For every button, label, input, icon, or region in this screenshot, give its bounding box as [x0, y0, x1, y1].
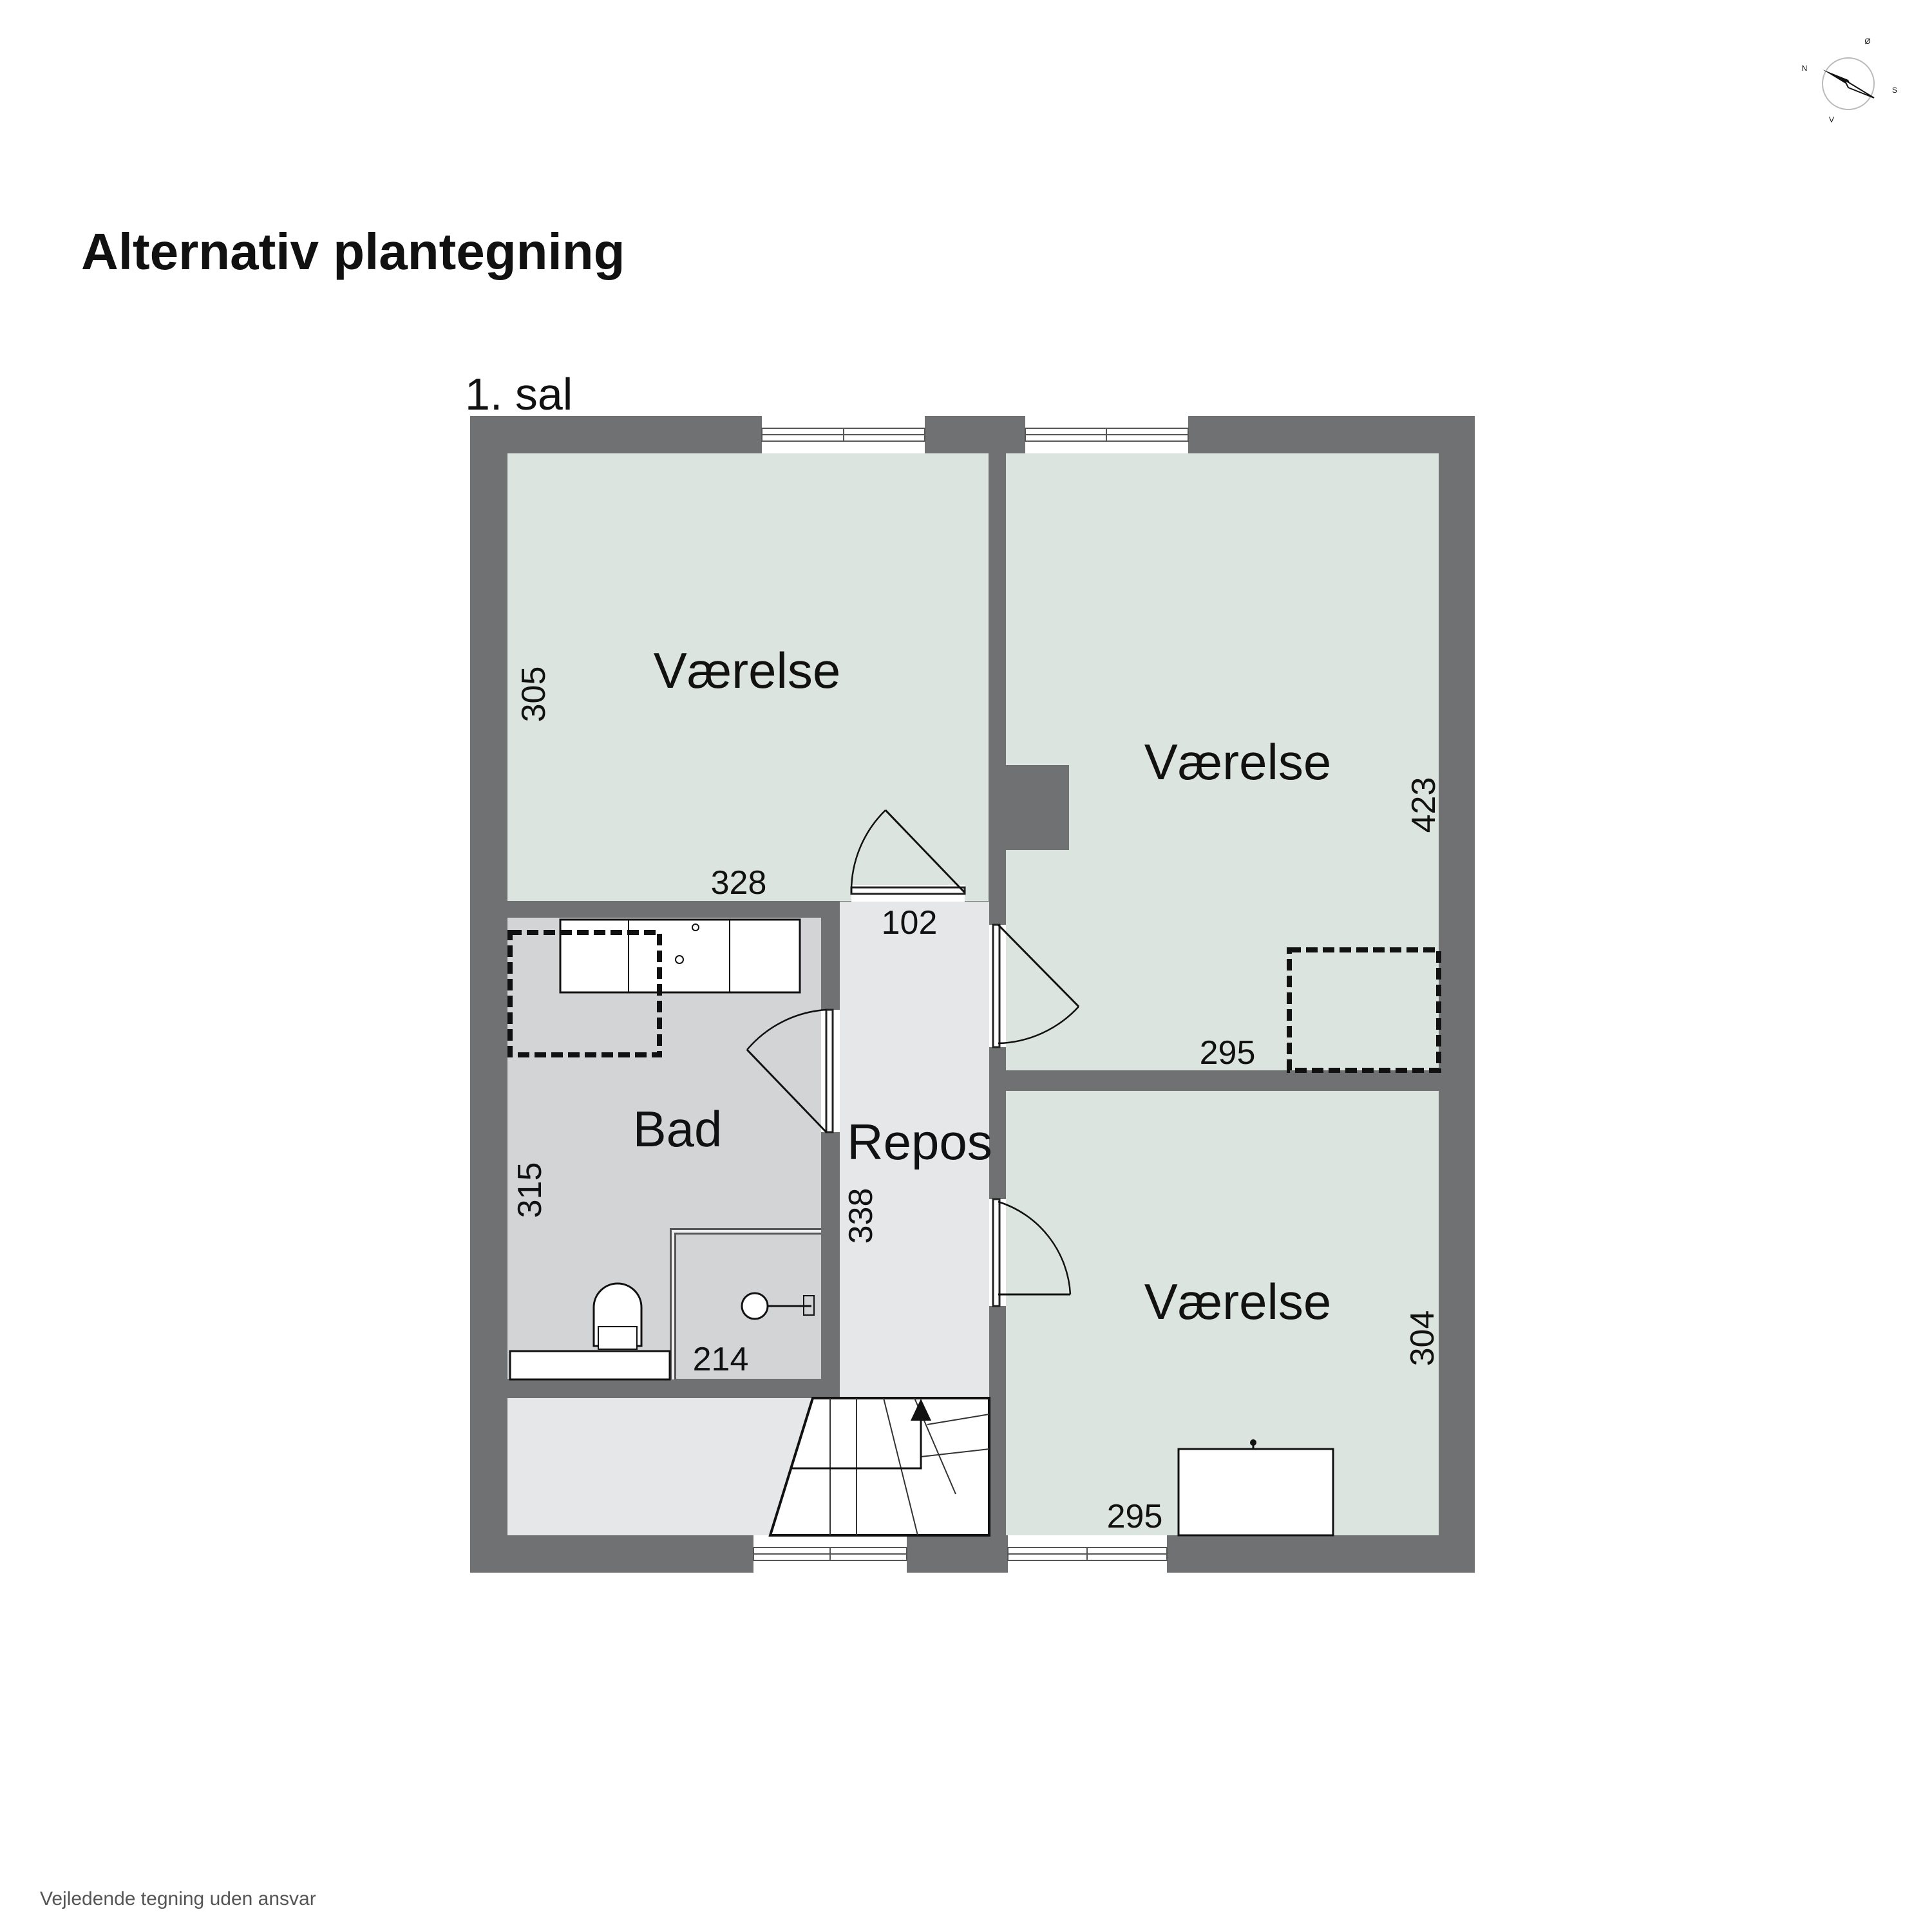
window-top-right [1025, 416, 1189, 453]
dim-bath-width: 214 [693, 1341, 749, 1378]
bath-bench [509, 1350, 671, 1381]
dim-bath-height: 315 [511, 1162, 549, 1218]
compass-s: S [1892, 86, 1897, 95]
window-bottom-left [753, 1535, 907, 1573]
dim-landing-height: 338 [842, 1188, 880, 1244]
door-bath [746, 1009, 840, 1133]
dim-landing-door: 102 [882, 904, 938, 942]
dim-bottom-right-width: 295 [1107, 1498, 1163, 1535]
desk [1177, 1439, 1334, 1537]
bath-floor [507, 918, 821, 1379]
compass-e: Ø [1864, 37, 1870, 46]
room-top-right-floor [1006, 453, 1439, 1070]
page-title: Alternativ plantegning [81, 223, 625, 280]
room-label-bath: Bad [633, 1101, 723, 1157]
shower [670, 1228, 821, 1379]
dim-top-left-height: 305 [515, 667, 553, 723]
dim-top-right-height: 423 [1405, 777, 1443, 833]
wardrobe-dashed [1287, 947, 1441, 1073]
floor-label: 1. sal [465, 369, 573, 419]
room-top-left-floor [507, 453, 989, 901]
room-label-landing: Repos [847, 1113, 992, 1170]
compass-n: N [1802, 64, 1808, 73]
window-top-left [761, 416, 925, 453]
dim-top-left-width: 328 [711, 864, 767, 902]
window-bottom-right [1007, 1535, 1168, 1573]
dim-bottom-right-height: 304 [1404, 1311, 1441, 1367]
door-top-right-room [989, 923, 1080, 1048]
dim-top-right-width: 295 [1200, 1034, 1256, 1072]
landing-floor [840, 902, 989, 1398]
room-label-bottom-right: Værelse [1144, 1273, 1331, 1330]
staircase [768, 1397, 990, 1537]
door-bottom-right-room [989, 1198, 1072, 1307]
compass-icon: N Ø S V [1802, 37, 1897, 124]
room-label-top-right: Værelse [1144, 734, 1331, 790]
washer-dryer-dashed [507, 930, 662, 1057]
chimney [1006, 765, 1069, 850]
disclaimer: Vejledende tegning uden ansvar [40, 1888, 316, 1909]
compass-w: V [1829, 115, 1834, 124]
room-label-top-left: Værelse [654, 642, 840, 699]
door-top-left-room [850, 809, 966, 902]
toilet [592, 1282, 643, 1350]
